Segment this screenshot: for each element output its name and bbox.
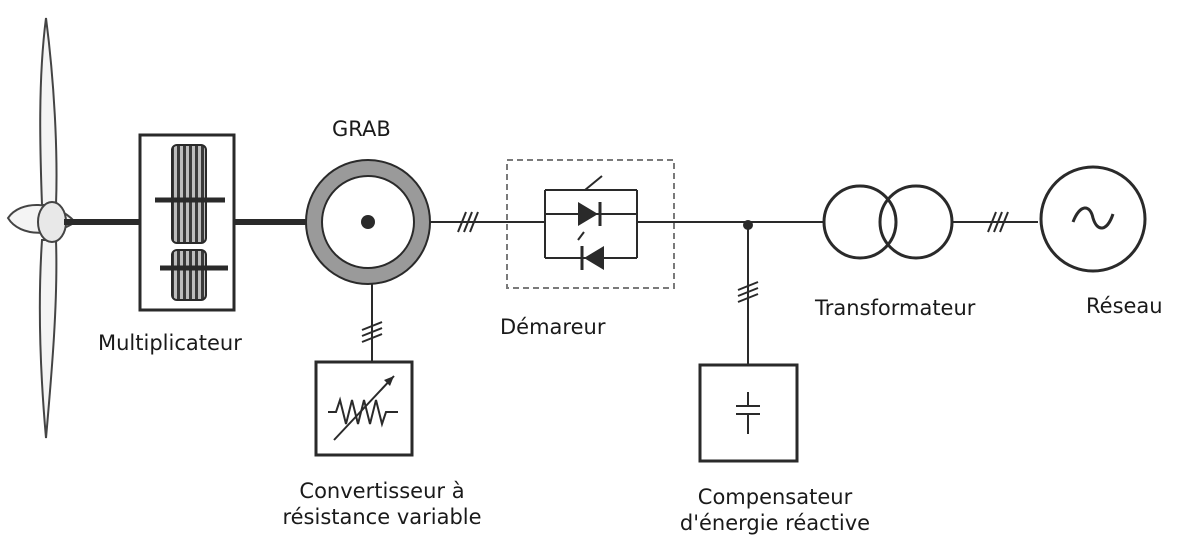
- grid-label: Réseau: [1086, 294, 1163, 318]
- starter-label: Démareur: [500, 315, 606, 339]
- ac-source-icon: [1039, 165, 1147, 273]
- transformer-icon: [822, 184, 954, 260]
- gearbox-icon: [138, 133, 236, 312]
- capacitor-icon: [698, 363, 799, 463]
- compensator-label: Compensateur d'énergie réactive: [655, 484, 895, 536]
- three-phase-mark-1: [457, 211, 479, 233]
- generator-label: GRAB: [332, 117, 391, 141]
- converter-label-line-1: Convertisseur à: [299, 479, 465, 503]
- generator-icon: [305, 159, 431, 285]
- three-phase-mark-4: [361, 321, 383, 343]
- wind-turbine-icon: [6, 17, 77, 439]
- converter-label-line-2: résistance variable: [282, 505, 482, 529]
- compensator-label-line-2: d'énergie réactive: [679, 511, 871, 535]
- converter-label: Convertisseur à résistance variable: [262, 478, 502, 530]
- gearbox-label: Multiplicateur: [98, 331, 242, 355]
- three-phase-mark-3: [987, 211, 1009, 233]
- transformer-label: Transformateur: [815, 296, 976, 320]
- compensator-label-line-1: Compensateur: [697, 485, 853, 509]
- three-phase-mark-2: [737, 281, 759, 303]
- thyristor-starter-icon: [506, 159, 675, 289]
- variable-resistor-icon: [314, 360, 414, 457]
